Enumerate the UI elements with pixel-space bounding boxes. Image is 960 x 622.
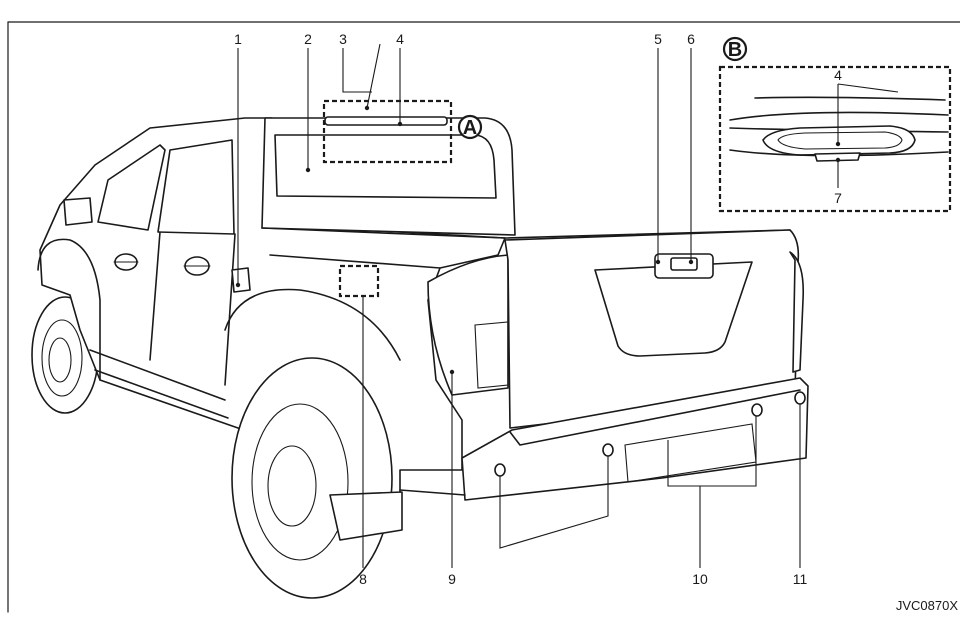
detail-callout-7: 7 — [834, 190, 842, 206]
callout-4: 4 — [396, 31, 404, 47]
truck-body-side — [39, 117, 506, 501]
callout-numbers: 1 2 3 4 5 6 8 9 10 11 4 7 — [234, 31, 842, 587]
callout-5: 5 — [654, 31, 662, 47]
callout-6: 6 — [687, 31, 695, 47]
side-mirror — [63, 197, 93, 226]
label-area-box — [338, 264, 380, 298]
inset-marker-a: A — [457, 114, 483, 140]
callout-9: 9 — [448, 571, 456, 587]
rear-side-window — [157, 139, 235, 235]
callout-3: 3 — [339, 31, 347, 47]
leader-lines — [235, 43, 899, 568]
svg-text:A: A — [463, 117, 477, 139]
door-handles — [113, 253, 211, 276]
callout-11: 11 — [793, 571, 808, 587]
detail-area-b-box — [718, 65, 952, 213]
callout-1: 1 — [234, 31, 242, 47]
parking-sensors — [494, 391, 806, 477]
callout-2: 2 — [304, 31, 312, 47]
detail-callout-4: 4 — [834, 67, 842, 83]
rear-bumper — [461, 377, 809, 501]
detail-area-a-box — [322, 99, 453, 164]
figure-code: JVC0870X — [896, 598, 958, 613]
detail-b-illustration — [729, 96, 949, 162]
mud-flap — [329, 491, 403, 541]
callout-8: 8 — [359, 571, 367, 587]
high-mount-stop-lamp — [324, 116, 448, 126]
inset-marker-b: B — [722, 36, 748, 62]
svg-text:B: B — [728, 39, 742, 61]
tailgate-recess — [594, 261, 753, 357]
pickup-truck-illustration — [31, 116, 809, 599]
rear-combination-lamp — [427, 254, 509, 396]
callout-10: 10 — [692, 571, 708, 587]
fuel-filler-lid — [231, 267, 251, 293]
front-window — [97, 144, 166, 231]
page-border — [7, 21, 960, 613]
